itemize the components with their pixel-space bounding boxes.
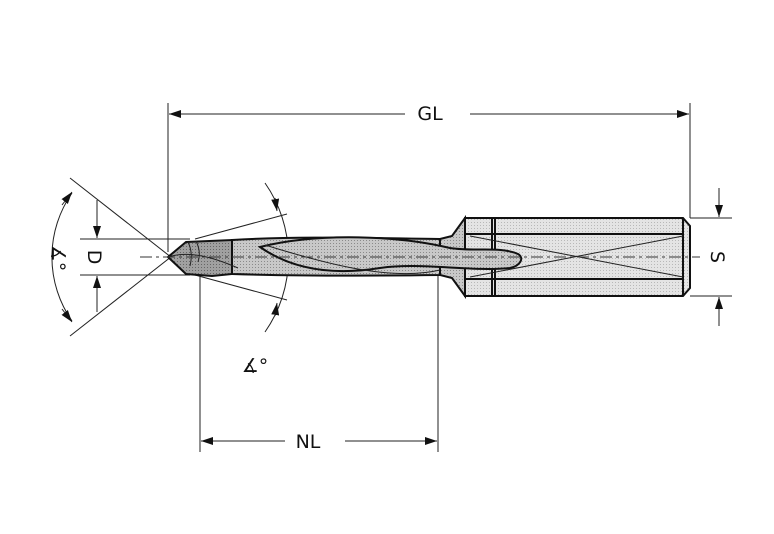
d-label: D <box>83 250 105 265</box>
nl-dimension: NL <box>199 275 439 453</box>
helix-angle-dimension: ∡° <box>194 182 289 377</box>
gl-dimension: GL <box>167 103 691 252</box>
d-dimension: D <box>80 200 190 312</box>
nl-label: NL <box>296 431 321 453</box>
helix-angle-label: ∡° <box>242 355 269 377</box>
cutting-head <box>166 238 233 278</box>
gl-label: GL <box>417 103 443 125</box>
s-dimension: S <box>690 188 732 326</box>
tip-angle-label: ∡° <box>47 245 69 272</box>
s-label: S <box>706 251 728 263</box>
